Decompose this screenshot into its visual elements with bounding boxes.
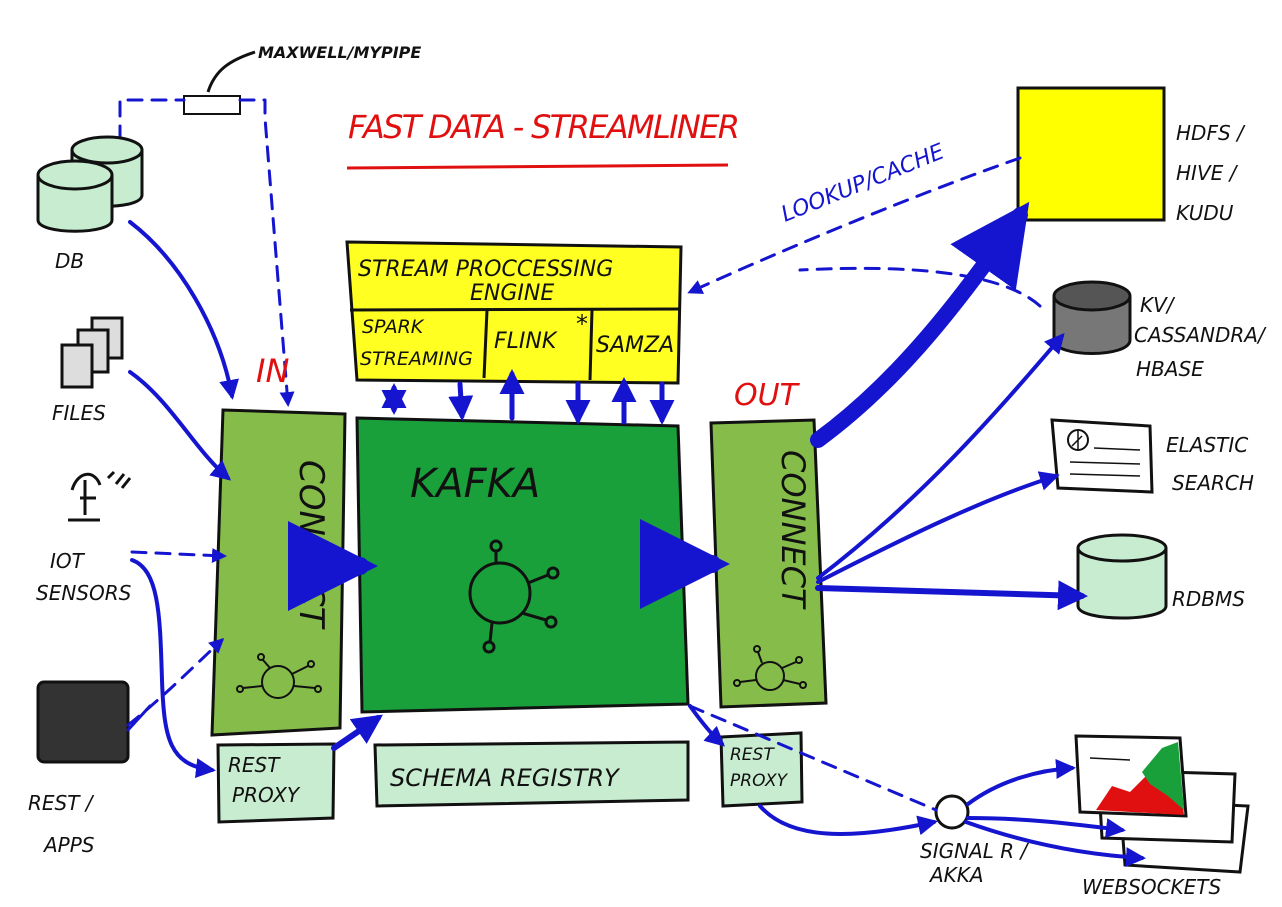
signalr-label-line2: AKKA <box>928 863 984 887</box>
lookup-cache-label: LOOKUP/CACHE <box>778 139 948 227</box>
connect-in-box: CONNECT <box>210 408 347 737</box>
schema-registry-box: SCHEMA REGISTRY <box>373 740 690 808</box>
rest-proxy-in-line2: PROXY <box>232 783 301 807</box>
title-underline <box>346 163 729 170</box>
rdbms-cylinder-icon <box>1076 533 1168 620</box>
connect-in-label: CONNECT <box>291 460 331 630</box>
maxwell-label: MAXWELL/MYPIPE <box>258 43 421 62</box>
websockets-label: WEBSOCKETS <box>1082 875 1222 899</box>
signalr-node <box>934 794 970 830</box>
arrow-to-hdfs <box>810 201 1030 448</box>
maxwell-pointer <box>206 50 256 93</box>
spe-title-line1: STREAM PROCCESSING <box>358 257 613 282</box>
rest-apps-label-line2: APPS <box>42 833 95 857</box>
elastic-label-line1: ELASTIC <box>1166 433 1248 457</box>
hdfs-label-line3: KUDU <box>1176 201 1234 225</box>
rest-proxy-out-line1: REST <box>730 745 775 765</box>
maxwell-line-right <box>238 98 295 407</box>
files-icon <box>60 316 124 389</box>
kafka-logo-icon <box>468 539 560 654</box>
flow-arrows <box>126 156 1146 868</box>
satellite-icon <box>68 470 132 522</box>
flink-asterisk: * <box>576 310 588 338</box>
line-kv-lookup <box>798 266 1042 308</box>
rest-proxy-in-box: REST PROXY <box>216 742 336 824</box>
arrow-to-elastic <box>816 471 1060 584</box>
kv-label-line2: CASSANDRA/ <box>1134 323 1267 347</box>
elasticsearch-doc-icon <box>1050 418 1154 494</box>
spark-streaming-label-line2: STREAMING <box>360 348 473 370</box>
spe-title-line2: ENGINE <box>470 281 554 306</box>
arrow-to-rdbms <box>815 580 1088 611</box>
rest-proxy-out-box: REST PROXY <box>719 731 804 808</box>
connect-in-kafka-logo-icon <box>236 653 322 699</box>
db-icon <box>36 135 144 233</box>
arrow-lookup-cache <box>687 156 1022 294</box>
stream-processing-engine: STREAM PROCCESSING ENGINE SPARK STREAMIN… <box>345 240 683 385</box>
arrow-rest-apps-to-connect <box>126 637 225 727</box>
iot-label-line1: IOT <box>50 549 86 573</box>
connect-out-label: CONNECT <box>774 450 812 610</box>
flink-label: FLINK <box>494 329 558 354</box>
rdbms-label: RDBMS <box>1172 587 1245 611</box>
hdfs-label-line2: HIVE / <box>1176 161 1239 185</box>
diagram-title: FAST DATA - STREAMLINER <box>348 108 740 146</box>
maxwell-line-left <box>118 98 186 142</box>
samza-label: SAMZA <box>596 333 674 358</box>
rest-proxy-out-line2: PROXY <box>730 771 789 791</box>
kafka-label: KAFKA <box>410 461 540 507</box>
arrow-rest-proxy-to-kafka <box>331 714 383 751</box>
kafka-box: KAFKA <box>355 416 690 714</box>
kv-label-line1: KV/ <box>1140 293 1176 317</box>
dashboard-chart-icon <box>1074 734 1250 874</box>
signalr-label-line1: SIGNAL R / <box>920 839 1029 863</box>
arrow-db-to-connect <box>128 220 239 400</box>
arrow-iot-to-connect <box>130 547 227 563</box>
hdfs-block <box>1016 86 1166 222</box>
arrow-signalr-to-chart <box>966 759 1076 806</box>
db-label: DB <box>55 249 84 273</box>
maxwell-pipe <box>183 95 241 115</box>
arrow-rest-apps-line <box>126 704 152 732</box>
arrow-rest-proxy-to-signalr <box>758 804 938 836</box>
connect-out-kafka-logo-icon <box>733 645 807 691</box>
rest-apps-label-line1: REST / <box>28 791 95 815</box>
arrow-signalr-to-websockets-2 <box>964 820 1146 868</box>
line-kafka-to-signalr <box>688 704 938 812</box>
iot-label-line2: SENSORS <box>36 581 132 605</box>
hdfs-label-line1: HDFS / <box>1176 121 1246 145</box>
schema-registry-label: SCHEMA REGISTRY <box>390 764 621 792</box>
spark-streaming-label-line1: SPARK <box>362 316 425 338</box>
arrow-iot-to-rest-proxy <box>130 558 216 779</box>
arrow-spe-kafka-2 <box>448 381 474 421</box>
out-label: OUT <box>734 378 801 413</box>
in-label: IN <box>256 352 289 390</box>
rest-apps-icon <box>36 680 130 764</box>
files-label: FILES <box>52 401 106 425</box>
arrow-files-to-connect <box>128 370 232 481</box>
kv-cylinder-icon <box>1052 280 1132 355</box>
arrow-kafka-to-rest-proxy-out <box>688 704 725 747</box>
connect-out-box: CONNECT <box>709 418 828 709</box>
elastic-label-line2: SEARCH <box>1172 471 1254 495</box>
arrow-signalr-to-websockets-1 <box>966 816 1126 839</box>
arrow-to-kv <box>816 332 1065 580</box>
kv-label-line3: HBASE <box>1136 357 1204 381</box>
rest-proxy-in-line1: REST <box>228 753 281 777</box>
